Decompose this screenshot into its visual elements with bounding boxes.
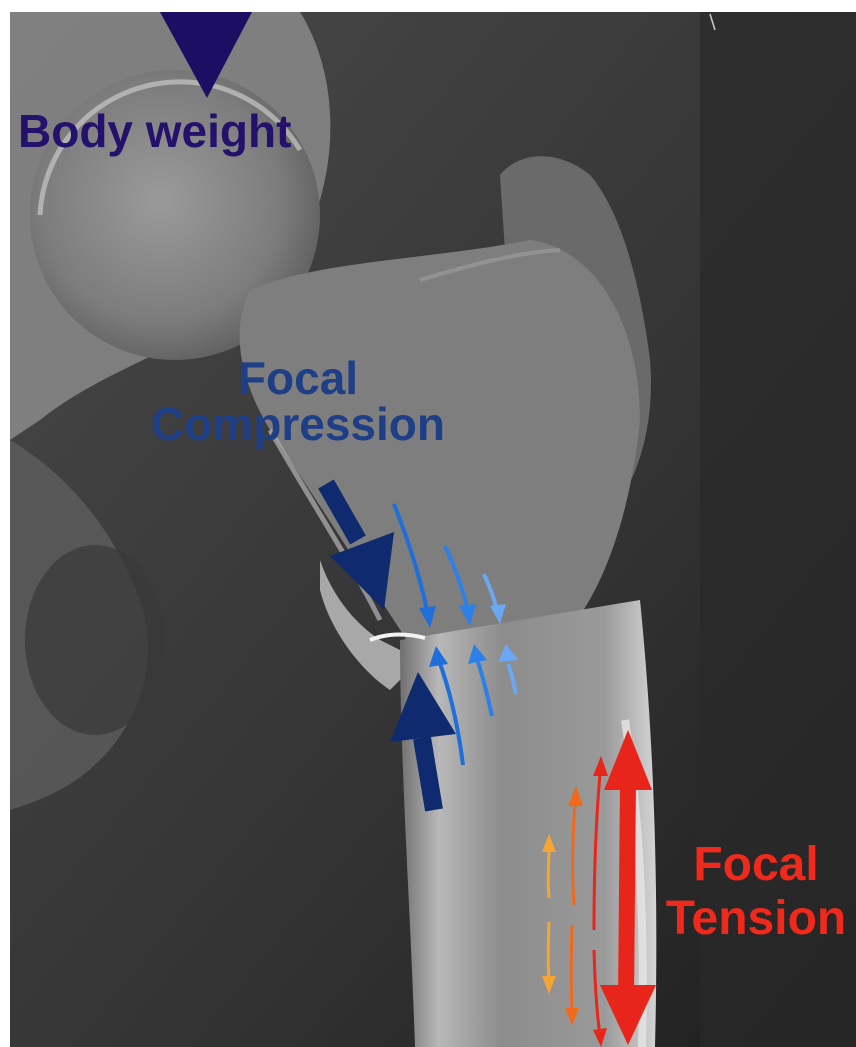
body-weight-label: Body weight [18,108,291,154]
focal-tension-label: Focal Tension [656,838,856,946]
focal-compression-line-1: Focal [128,355,468,401]
focal-compression-line-2: Compression [128,401,468,447]
focal-compression-label: Focal Compression [128,355,468,447]
focal-tension-line-1: Focal [656,838,856,892]
focal-tension-line-2: Tension [656,892,856,946]
